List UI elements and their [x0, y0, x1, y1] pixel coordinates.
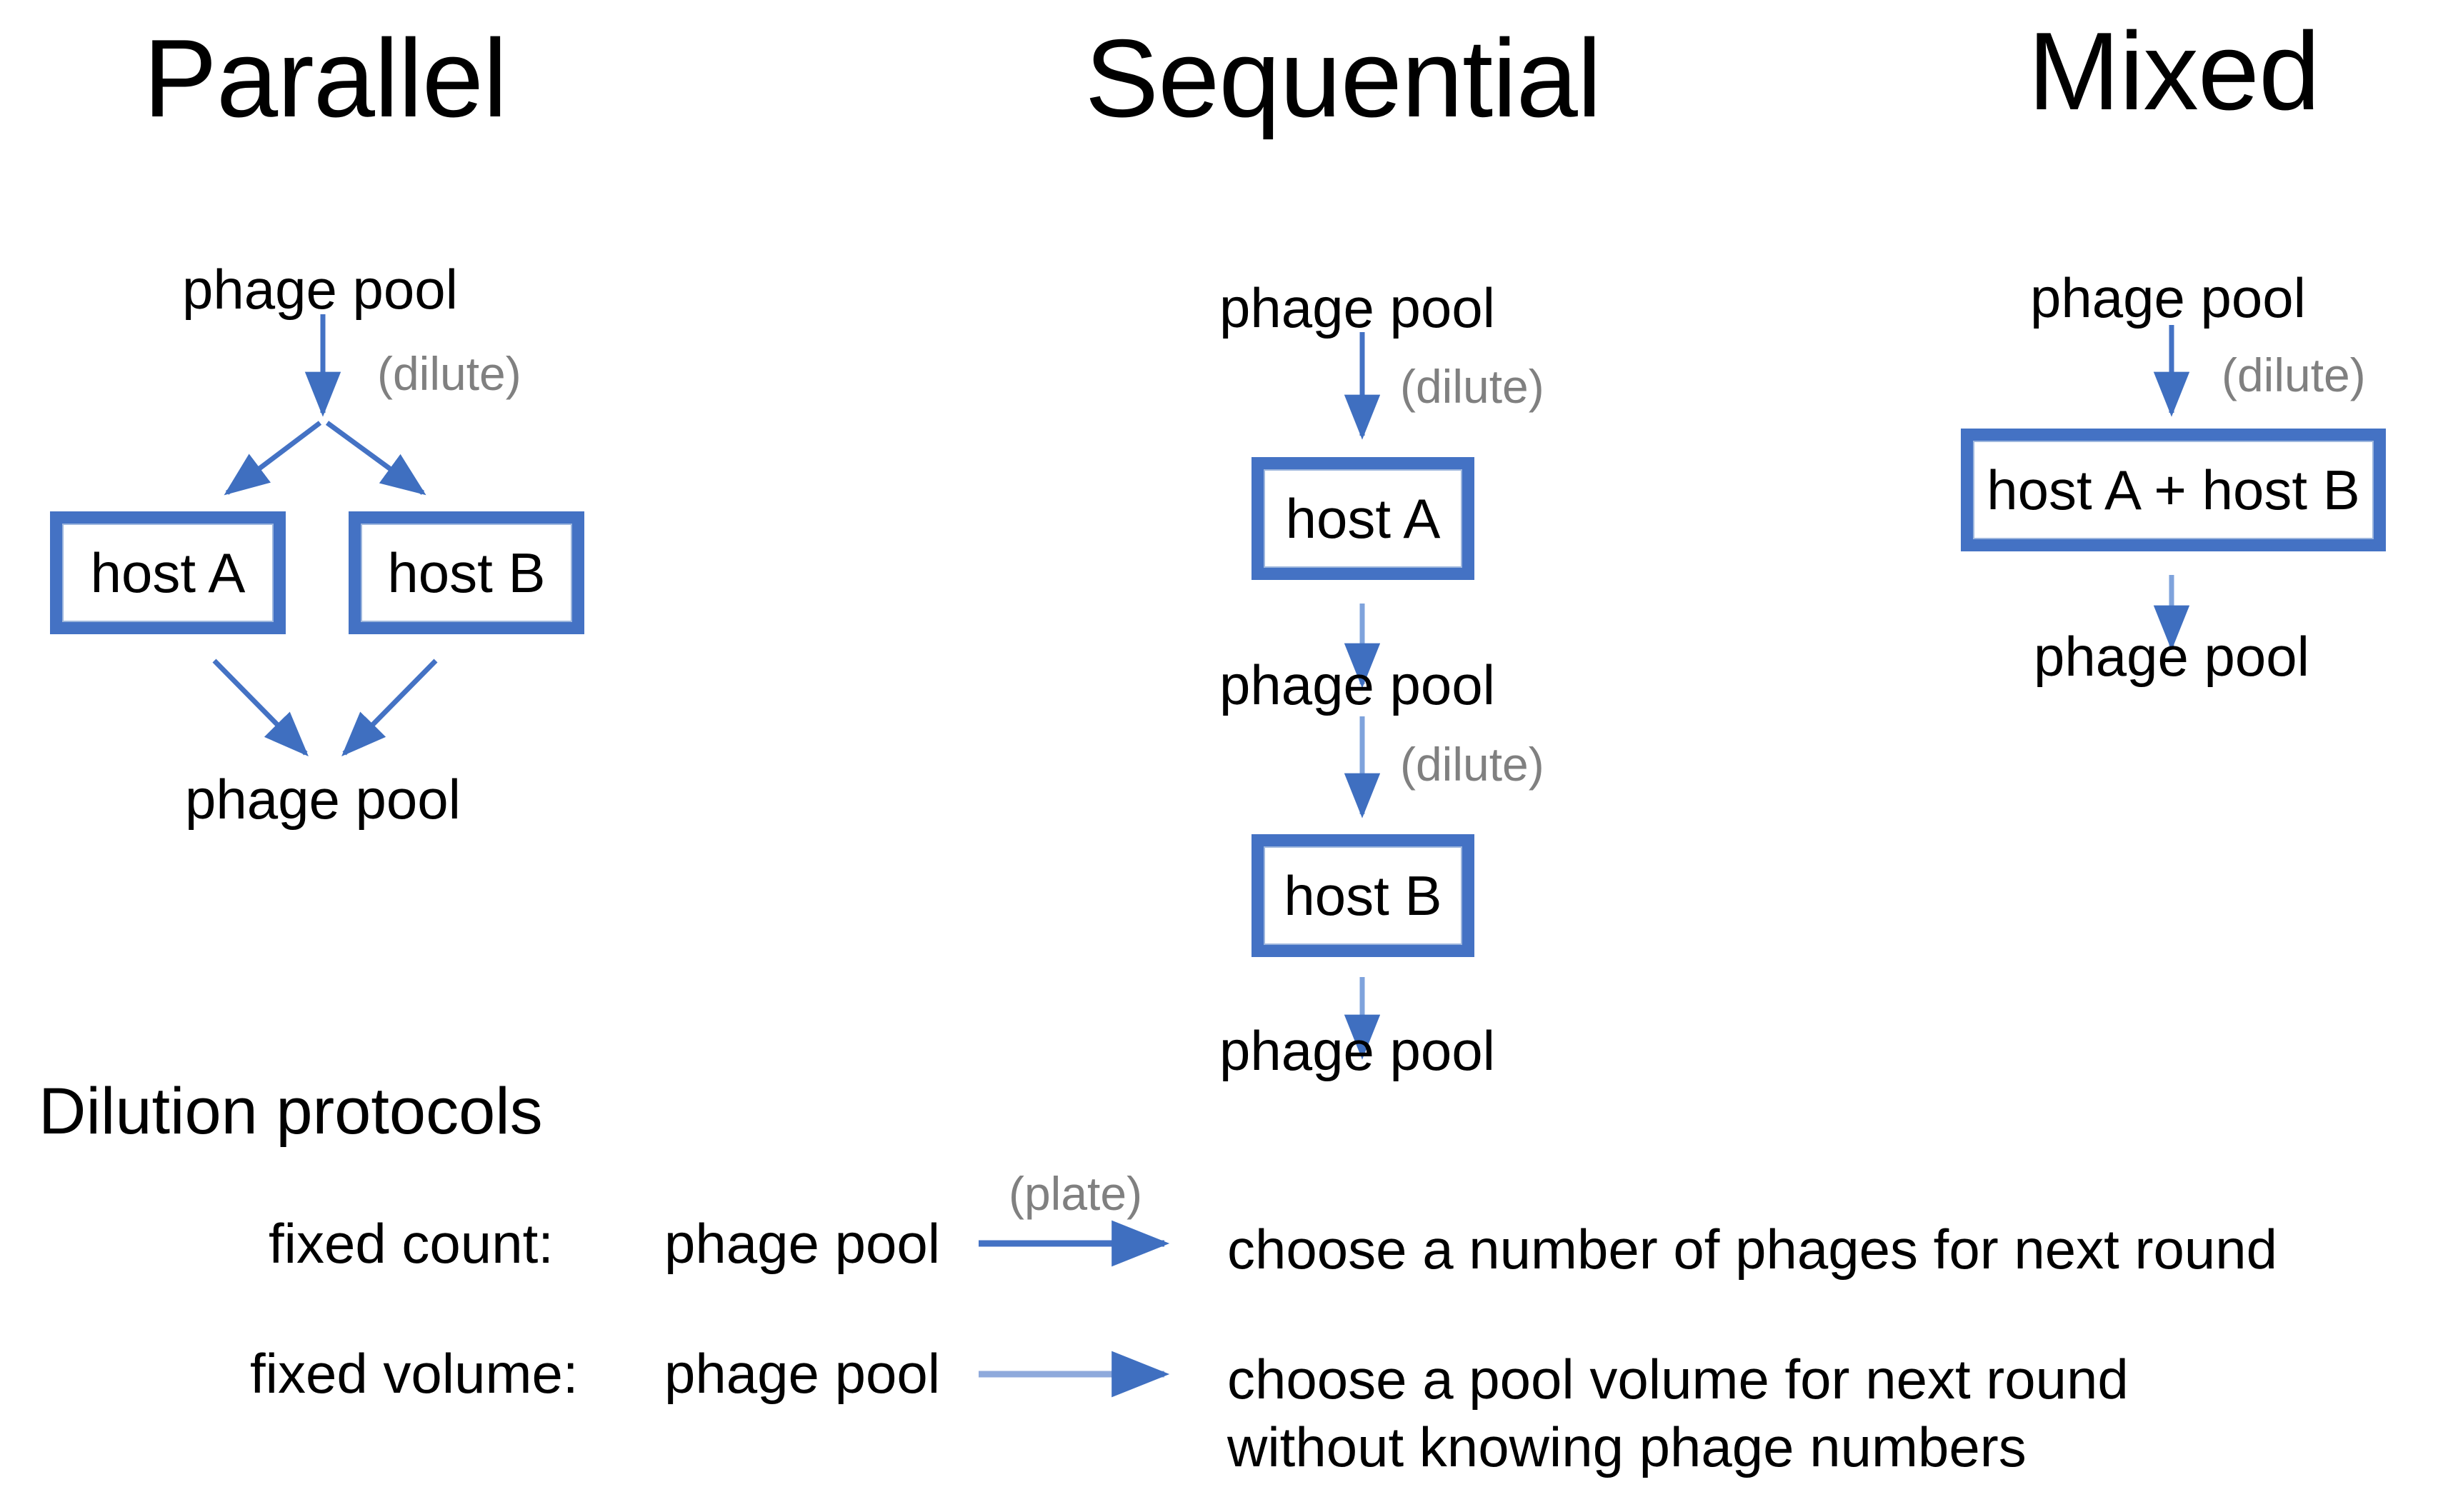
protocol-row-0-label: fixed count:	[269, 1212, 554, 1275]
parallel-host-b-label: host B	[387, 541, 546, 604]
sequential-host-b-box[interactable]: host B	[1252, 834, 1474, 957]
parallel-dilute-label: (dilute)	[377, 347, 521, 400]
sequential-middle-pool-label: phage pool	[1219, 654, 1496, 716]
parallel-output-pool-label: phage pool	[184, 768, 461, 831]
sequential-source-pool-label: phage pool	[1219, 276, 1496, 339]
mixed-source-pool-label: phage pool	[2029, 266, 2307, 329]
sequential-dilute-label-1: (dilute)	[1400, 360, 1544, 413]
dilution-protocols-heading: Dilution protocols	[39, 1075, 543, 1148]
sequential-output-pool-label: phage pool	[1219, 1019, 1496, 1082]
sequential-host-a-inner: host A	[1264, 469, 1462, 568]
protocol-row-1-label: fixed volume:	[250, 1342, 579, 1405]
sequential-host-a-box[interactable]: host A	[1252, 457, 1474, 580]
parallel-split-arrow-host-b	[325, 421, 426, 496]
mixed-dilute-label: (dilute)	[2222, 349, 2366, 401]
parallel-split-arrow-host-a	[224, 421, 322, 496]
parallel-source-pool-label: phage pool	[181, 258, 459, 321]
column-title-parallel: Parallel	[143, 16, 508, 140]
sequential-host-a-label: host A	[1285, 487, 1441, 550]
mixed-host-combined-inner: host A + host B	[1973, 441, 2374, 539]
protocol-row-0-description: choose a number of phages for next round	[1227, 1218, 2277, 1281]
mixed-output-pool-label: phage pool	[2033, 625, 2310, 688]
parallel-host-a-label: host A	[90, 541, 246, 604]
mixed-host-combined-box[interactable]: host A + host B	[1961, 429, 2386, 551]
sequential-dilute-label-2: (dilute)	[1400, 738, 1544, 791]
parallel-merge-arrow-host-a	[212, 659, 309, 756]
mixed-host-combined-label: host A + host B	[1987, 459, 2360, 521]
protocol-row-1-source: phage pool	[664, 1342, 941, 1405]
parallel-host-b-inner: host B	[361, 524, 572, 622]
column-title-mixed: Mixed	[2027, 9, 2320, 133]
sequential-host-b-label: host B	[1284, 864, 1442, 927]
protocol-row-0-arrow-label: (plate)	[1009, 1167, 1143, 1220]
parallel-merge-arrow-host-b	[341, 659, 438, 756]
parallel-host-a-box[interactable]: host A	[50, 511, 286, 634]
protocol-row-0-source: phage pool	[664, 1212, 941, 1275]
parallel-host-b-box[interactable]: host B	[349, 511, 584, 634]
column-title-sequential: Sequential	[1084, 16, 1602, 140]
protocol-row-1-description: choose a pool volume for next round with…	[1227, 1348, 2129, 1479]
parallel-host-a-inner: host A	[62, 524, 274, 622]
sequential-host-b-inner: host B	[1264, 846, 1462, 945]
